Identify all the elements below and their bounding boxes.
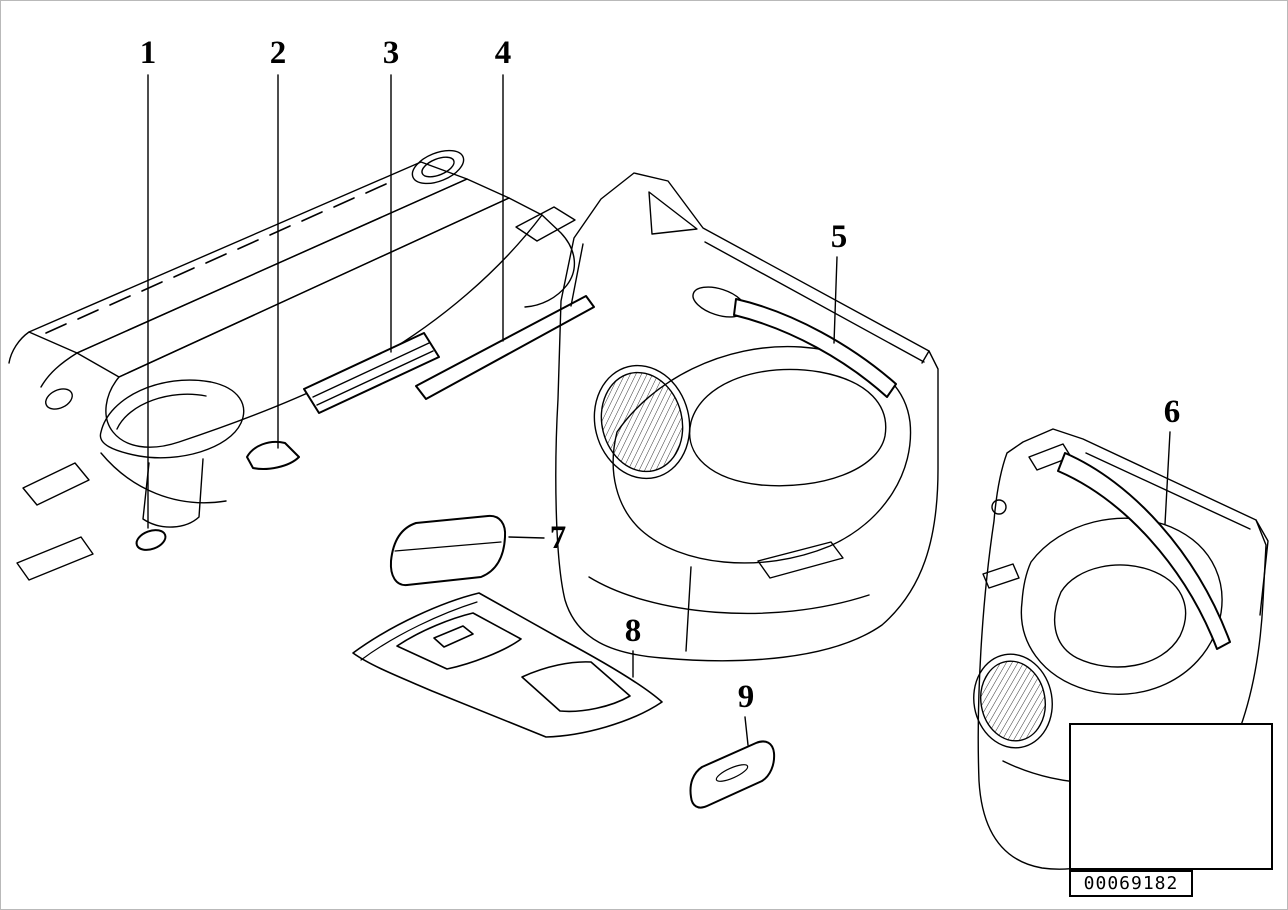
front-armrest-recess xyxy=(612,345,912,564)
rear-armrest-recess xyxy=(1020,517,1223,695)
steering-column xyxy=(142,458,204,528)
part-1-trim-cap xyxy=(135,529,167,551)
leader-line-9 xyxy=(744,716,749,746)
part-7-tray-trim xyxy=(389,514,507,587)
callout-3: 3 xyxy=(382,35,400,71)
lower-dash-panel xyxy=(22,462,90,506)
diagram-id-number: 00069182 xyxy=(1083,873,1179,894)
part-9-small-trim xyxy=(689,740,776,809)
shifter-opening xyxy=(433,625,474,648)
callout-5: 5 xyxy=(830,219,848,255)
diagram-id-plate: 00069182 xyxy=(1069,870,1193,897)
leader-line-6 xyxy=(1164,431,1171,525)
rear-door-panel-illustration xyxy=(973,428,1269,870)
part-2-trim xyxy=(246,440,300,470)
part-4-dash-trim-strip xyxy=(415,295,595,400)
part-3-center-vent-trim xyxy=(303,332,440,414)
dashboard-illustration xyxy=(8,149,595,581)
callout-2: 2 xyxy=(269,35,287,71)
part-6-rear-door-trim xyxy=(1057,452,1231,650)
mirror-triangle xyxy=(648,191,698,235)
part-8-console-trim xyxy=(352,592,663,738)
side-defroster-outlet xyxy=(515,206,576,242)
callout-4: 4 xyxy=(494,35,512,71)
front-door-speaker-icon xyxy=(593,364,691,480)
center-console-illustration xyxy=(352,514,776,809)
instrument-cluster-cowl xyxy=(99,379,245,459)
leader-line-5 xyxy=(833,256,838,344)
callout-7: 7 xyxy=(549,520,567,556)
front-door-outline xyxy=(555,172,939,662)
dash-top-surface xyxy=(76,178,510,378)
leader-lines xyxy=(147,74,1171,746)
callout-8: 8 xyxy=(624,613,642,649)
part-5-front-door-trim xyxy=(733,298,897,398)
callout-1: 1 xyxy=(139,35,157,71)
window-switch-panel xyxy=(757,541,844,579)
door-lock-pin xyxy=(991,499,1007,515)
rear-door-speaker-icon xyxy=(973,653,1053,749)
rear-window-switch xyxy=(982,563,1020,589)
leader-line-7 xyxy=(508,536,545,539)
dash-round-vent xyxy=(411,149,465,185)
vehicle-thumbnail-box xyxy=(1069,723,1273,870)
callout-9: 9 xyxy=(737,679,755,715)
defroster-vent-slots xyxy=(45,183,387,334)
dash-fascia xyxy=(105,197,543,448)
callout-6: 6 xyxy=(1163,394,1181,430)
footwell-panel xyxy=(16,536,94,581)
defroster-band xyxy=(28,161,468,354)
front-door-panel-illustration xyxy=(555,172,939,662)
